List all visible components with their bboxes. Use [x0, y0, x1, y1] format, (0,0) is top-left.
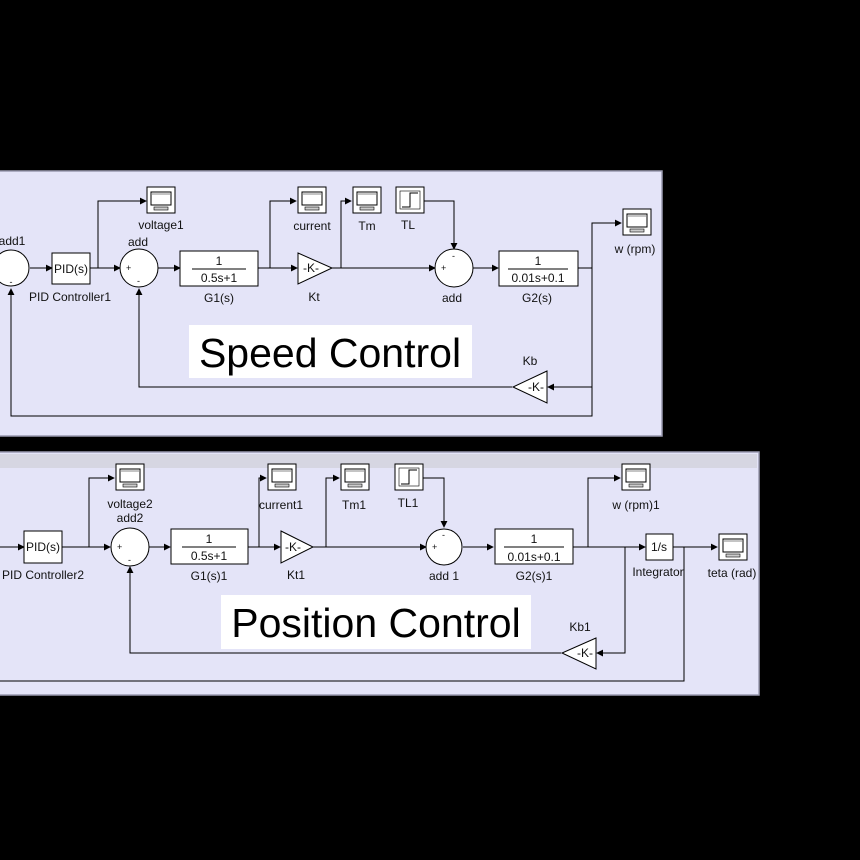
speed-current-label: current [293, 219, 331, 233]
svg-text:+: + [126, 263, 131, 273]
position-panel-background [0, 451, 760, 696]
speed-g2-label: G2(s) [522, 291, 552, 305]
position-kb1-gain[interactable]: -K- [560, 637, 597, 670]
position-g1-transfer-fcn[interactable]: 1 0.5s+1 [170, 528, 249, 565]
position-add-torque-label: add 1 [429, 569, 459, 583]
speed-kt-gain[interactable]: -K- [297, 252, 334, 285]
speed-wires [7, 197, 622, 417]
speed-panel-background [0, 170, 663, 437]
svg-text:-: - [10, 277, 13, 287]
speed-pid-text: PID(s) [54, 262, 88, 276]
position-w-rpm1-scope[interactable] [621, 463, 651, 491]
speed-tl-label: TL [401, 218, 415, 232]
position-g1-label: G1(s)1 [191, 569, 228, 583]
svg-text:-: - [452, 251, 455, 261]
speed-w-rpm-scope[interactable] [622, 208, 652, 236]
position-control-title: Position Control [231, 600, 520, 646]
position-pid-text: PID(s) [26, 540, 60, 554]
position-title-background [221, 595, 531, 649]
position-wires [0, 474, 718, 682]
position-tl1-label: TL1 [398, 496, 419, 510]
svg-text:0.01s+0.1: 0.01s+0.1 [511, 271, 564, 285]
speed-tl-step[interactable] [395, 186, 425, 214]
speed-add1-sum[interactable]: - [0, 249, 30, 287]
position-pid-controller[interactable]: PID(s) [23, 530, 63, 564]
speed-g1-label: G1(s) [204, 291, 234, 305]
svg-text:1: 1 [531, 532, 538, 546]
position-add-torque-sum[interactable]: + - [425, 528, 463, 566]
speed-add-sum[interactable]: + - [119, 248, 159, 288]
position-tl1-step[interactable] [394, 463, 424, 491]
position-tm1-label: Tm1 [342, 498, 366, 512]
position-pid-label: PID Controller2 [2, 568, 84, 582]
position-w-rpm1-label: w (rpm)1 [611, 498, 660, 512]
svg-text:-: - [128, 555, 131, 565]
svg-text:-K-: -K- [528, 380, 544, 394]
speed-pid-label: PID Controller1 [29, 290, 111, 304]
svg-text:1: 1 [206, 532, 213, 546]
svg-text:-K-: -K- [577, 646, 593, 660]
svg-text:+: + [441, 263, 446, 273]
speed-voltage1-scope[interactable] [146, 186, 176, 214]
speed-pid-controller[interactable]: PID(s) [51, 252, 91, 285]
speed-g2-transfer-fcn[interactable]: 1 0.01s+0.1 [498, 250, 579, 287]
svg-text:1/s: 1/s [651, 540, 667, 554]
svg-text:-K-: -K- [285, 540, 301, 554]
position-panel-header-strip [0, 454, 757, 468]
position-control-panel: PID(s) PID Controller2 + - add2 voltage2… [0, 451, 760, 696]
position-add2-label: add2 [117, 511, 144, 525]
speed-add-torque-label: add [442, 291, 462, 305]
speed-kb-label: Kb [523, 354, 538, 368]
speed-add1-label: add1 [0, 234, 26, 248]
speed-kb-gain[interactable]: -K- [511, 370, 548, 404]
position-g2-transfer-fcn[interactable]: 1 0.01s+0.1 [494, 528, 574, 565]
speed-voltage1-label: voltage1 [138, 218, 184, 232]
position-voltage2-scope[interactable] [115, 463, 145, 491]
speed-tm-label: Tm [358, 219, 375, 233]
position-kt1-label: Kt1 [287, 568, 305, 582]
svg-text:+: + [117, 542, 122, 552]
position-g2-label: G2(s)1 [516, 569, 553, 583]
speed-current-scope[interactable] [297, 186, 327, 214]
speed-title-background [189, 325, 472, 378]
speed-w-rpm-label: w (rpm) [614, 242, 656, 256]
svg-text:1: 1 [535, 254, 542, 268]
position-add2-sum[interactable]: + - [110, 527, 150, 567]
position-current1-label: current1 [259, 498, 303, 512]
speed-add-torque-sum[interactable]: + - [434, 248, 474, 288]
position-current1-scope[interactable] [267, 463, 297, 491]
speed-control-panel: - add1 PID(s) PID Controller1 + - add vo… [0, 170, 663, 437]
position-integrator[interactable]: 1/s [645, 533, 674, 561]
svg-text:0.5s+1: 0.5s+1 [201, 271, 238, 285]
position-tm1-scope[interactable] [340, 463, 370, 491]
position-kb1-label: Kb1 [569, 620, 591, 634]
speed-add-label: add [128, 235, 148, 249]
svg-text:+: + [432, 542, 437, 552]
position-voltage2-label: voltage2 [107, 497, 153, 511]
position-integrator-label: Integrator [632, 565, 683, 579]
svg-text:-: - [442, 530, 445, 540]
svg-text:1: 1 [216, 254, 223, 268]
position-kt1-gain[interactable]: -K- [280, 530, 315, 564]
svg-text:0.5s+1: 0.5s+1 [191, 549, 228, 563]
speed-tm-scope[interactable] [352, 186, 382, 214]
svg-text:-: - [137, 276, 140, 286]
speed-g1-transfer-fcn[interactable]: 1 0.5s+1 [179, 250, 259, 287]
position-teta-scope[interactable] [718, 533, 748, 561]
speed-control-title: Speed Control [199, 330, 461, 376]
position-teta-label: teta (rad) [708, 566, 757, 580]
svg-text:-K-: -K- [303, 261, 319, 275]
speed-kt-label: Kt [308, 290, 320, 304]
svg-text:0.01s+0.1: 0.01s+0.1 [507, 550, 560, 564]
